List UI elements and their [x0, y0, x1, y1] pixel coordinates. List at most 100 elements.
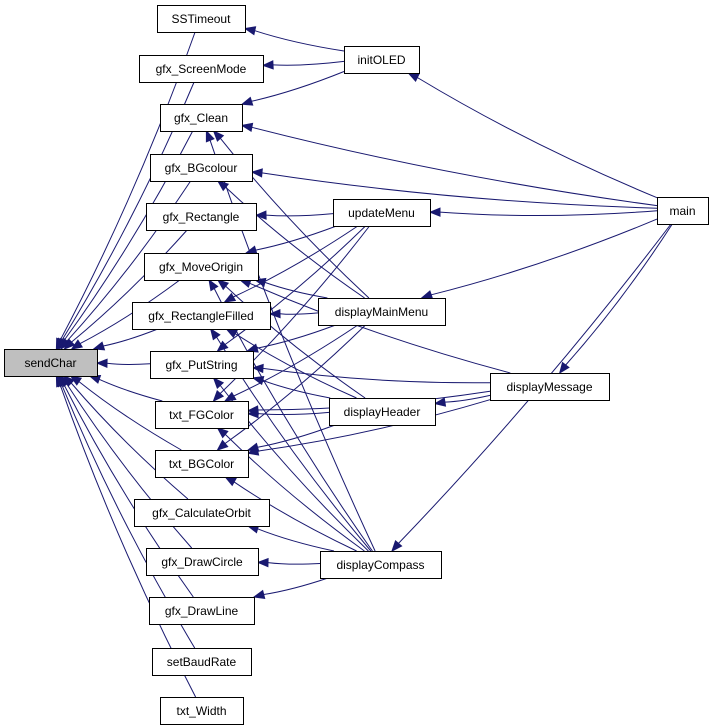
edge-line [209, 140, 376, 552]
node-gfx-bgcolour[interactable]: gfx_BGcolour [150, 154, 253, 182]
edge-main-to-init-oled [407, 72, 658, 199]
arrowhead [558, 361, 570, 375]
node-gfx-put-string[interactable]: gfx_PutString [150, 351, 254, 379]
edge-update-menu-to-gfx-rectangle [254, 210, 334, 220]
node-gfx-draw-line[interactable]: gfx_DrawLine [149, 597, 255, 625]
node-gfx-rectangle[interactable]: gfx_Rectangle [146, 203, 257, 231]
node-box [152, 648, 252, 676]
edge-line [98, 378, 163, 402]
edge-line [235, 333, 357, 399]
node-label: gfx_RectangleFilled [148, 309, 253, 323]
arrowhead [420, 290, 434, 300]
edge-txt-fgcolor-to-send-char [88, 374, 163, 402]
node-init-oled[interactable]: initOLED [344, 46, 420, 74]
node-gfx-rectangle-filled[interactable]: gfx_RectangleFilled [132, 302, 271, 330]
node-gfx-move-origin[interactable]: gfx_MoveOrigin [144, 253, 259, 281]
arrowhead [223, 292, 237, 303]
edge-line [264, 281, 328, 299]
node-label: displayHeader [344, 405, 421, 419]
edge-display-compass-to-gfx-clean [205, 129, 376, 552]
arrowhead [252, 589, 266, 599]
edge-display-main-menu-to-txt-bgcolor [216, 324, 366, 451]
edge-display-compass-to-txt-fgcolor [216, 427, 365, 552]
arrowhead [212, 376, 225, 389]
edge-line [267, 562, 321, 565]
edge-line [257, 424, 336, 448]
arrowhead [212, 130, 225, 142]
edge-line [233, 225, 359, 298]
node-label: gfx_CalculateOrbit [152, 506, 251, 520]
node-label: gfx_Clean [174, 111, 228, 125]
arrowhead [250, 168, 263, 178]
node-box [344, 46, 420, 74]
node-send-char[interactable]: sendChar [4, 349, 98, 377]
node-label: displayMessage [506, 380, 592, 394]
arrowhead [433, 397, 447, 407]
node-gfx-screen-mode[interactable]: gfx_ScreenMode [139, 55, 264, 83]
edge-line [251, 71, 345, 102]
edge-line [106, 362, 151, 365]
arrowhead [391, 539, 403, 553]
arrowhead [212, 390, 225, 403]
node-gfx-calculate-orbit[interactable]: gfx_CalculateOrbit [134, 499, 270, 527]
node-box [150, 154, 253, 182]
arrowhead [240, 122, 254, 133]
node-box [657, 197, 709, 225]
node-label: initOLED [357, 53, 405, 67]
edge-line [431, 218, 658, 296]
edge-line [417, 77, 658, 199]
arrowhead [216, 180, 230, 192]
edge-line [439, 210, 658, 217]
node-display-message[interactable]: displayMessage [490, 373, 610, 401]
edge-line [565, 223, 673, 366]
arrowhead [224, 476, 237, 487]
node-box [155, 401, 249, 429]
edge-layer [55, 26, 673, 698]
edge-update-menu-to-gfx-put-string [216, 225, 366, 352]
edge-gfx-calculate-orbit-to-send-char [63, 375, 189, 500]
edge-line [66, 383, 193, 549]
node-set-baud-rate[interactable]: setBaudRate [152, 648, 252, 676]
edge-display-header-to-gfx-move-origin [216, 279, 366, 399]
edge-display-message-to-gfx-put-string [251, 363, 491, 384]
node-txt-bgcolor[interactable]: txt_BGColor [155, 450, 249, 478]
node-gfx-draw-circle[interactable]: gfx_DrawCircle [146, 548, 259, 576]
edge-line [71, 229, 188, 343]
node-txt-width[interactable]: txt_Width [160, 697, 244, 725]
node-txt-fgcolor[interactable]: txt_FGColor [155, 401, 249, 429]
edge-display-message-to-gfx-move-origin [238, 278, 511, 374]
edge-display-header-to-txt-bgcolor [246, 424, 336, 452]
node-label: gfx_PutString [165, 358, 237, 372]
node-label: gfx_BGcolour [165, 161, 238, 175]
node-box [160, 697, 244, 725]
node-box [146, 203, 257, 231]
edge-line [255, 225, 337, 251]
node-update-menu[interactable]: updateMenu [333, 199, 431, 227]
arrowhead [216, 279, 230, 291]
node-display-compass[interactable]: displayCompass [320, 551, 442, 579]
arrowhead [407, 72, 420, 82]
edge-line [233, 481, 357, 552]
node-main[interactable]: main [657, 197, 709, 225]
node-label: displayCompass [336, 558, 424, 572]
node-sstimeout[interactable]: SSTimeout [157, 5, 246, 33]
node-label: gfx_DrawLine [165, 604, 239, 618]
edge-line [262, 367, 491, 384]
arrowhead [205, 129, 215, 143]
edge-display-message-to-display-header [433, 394, 491, 407]
node-gfx-clean[interactable]: gfx_Clean [160, 104, 243, 132]
edge-line [254, 30, 345, 52]
edge-init-oled-to-sstimeout [243, 26, 345, 52]
edge-line [225, 186, 365, 299]
node-box [144, 253, 259, 281]
edge-line [257, 399, 491, 452]
node-label: updateMenu [348, 206, 415, 220]
node-label: txt_FGColor [169, 408, 234, 422]
node-display-main-menu[interactable]: displayMainMenu [318, 298, 446, 326]
node-label: gfx_Rectangle [163, 210, 240, 224]
arrowhead [209, 327, 221, 341]
node-box [320, 551, 442, 579]
node-label: gfx_MoveOrigin [159, 260, 243, 274]
node-display-header[interactable]: displayHeader [329, 398, 436, 426]
